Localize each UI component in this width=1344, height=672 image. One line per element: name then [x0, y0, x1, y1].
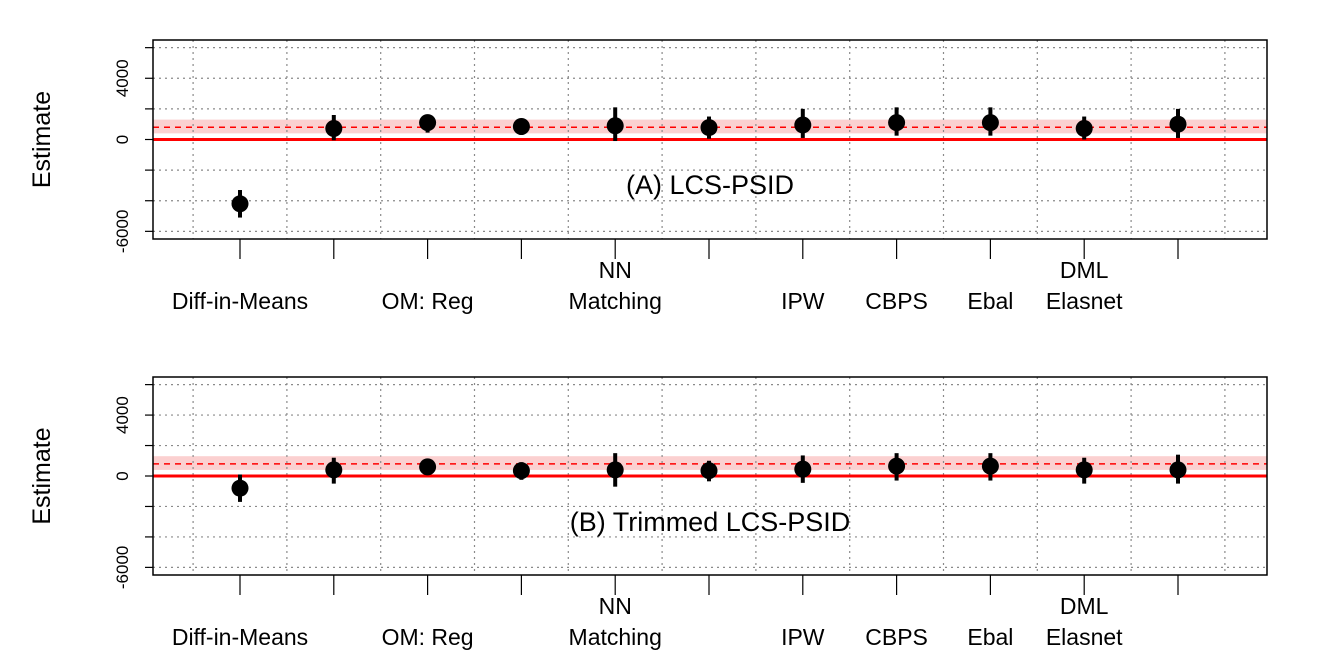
estimate-point: [1169, 115, 1187, 133]
x-category-label: NN: [599, 257, 632, 283]
x-category-label: Matching: [569, 288, 662, 314]
estimate-point: [231, 479, 249, 497]
x-category-label: DML: [1060, 257, 1109, 283]
estimate-point: [981, 457, 999, 475]
y-tick-label: -6000: [113, 210, 132, 253]
panel-title: (B) Trimmed LCS-PSID: [570, 507, 851, 537]
estimate-point: [325, 461, 343, 479]
estimate-point: [231, 195, 249, 213]
y-axis-label: Estimate: [28, 91, 56, 188]
x-category-label: OM: Reg: [382, 624, 474, 650]
x-category-label: DML: [1060, 593, 1109, 619]
x-category-label: Ebal: [967, 288, 1013, 314]
estimate-point: [1169, 461, 1187, 479]
estimate-point: [512, 462, 530, 480]
y-tick-label: -6000: [113, 546, 132, 589]
estimate-point: [700, 119, 718, 137]
estimate-point: [419, 458, 437, 476]
estimate-point: [700, 462, 718, 480]
x-category-label: OM: Reg: [382, 288, 474, 314]
x-category-label: Ebal: [967, 624, 1013, 650]
y-tick-label: 0: [113, 135, 132, 144]
y-axis-label: Estimate: [28, 427, 56, 524]
x-category-label: Diff-in-Means: [172, 624, 308, 650]
x-category-label: NN: [599, 593, 632, 619]
estimate-point: [512, 117, 530, 135]
x-category-label: Matching: [569, 624, 662, 650]
panel-title: (A) LCS-PSID: [626, 170, 794, 200]
x-category-label: Elasnet: [1046, 624, 1123, 650]
estimate-point: [606, 117, 624, 135]
x-category-label: CBPS: [865, 288, 928, 314]
estimate-point: [325, 119, 343, 137]
x-category-label: IPW: [781, 624, 825, 650]
estimate-point: [888, 114, 906, 132]
x-category-label: CBPS: [865, 624, 928, 650]
estimate-point: [419, 114, 437, 132]
estimate-point: [1075, 461, 1093, 479]
estimate-point: [888, 457, 906, 475]
estimate-point: [606, 461, 624, 479]
x-category-label: Diff-in-Means: [172, 288, 308, 314]
y-tick-label: 0: [113, 471, 132, 480]
estimate-point: [1075, 119, 1093, 137]
estimate-point: [981, 114, 999, 132]
x-category-label: Elasnet: [1046, 288, 1123, 314]
estimate-point: [794, 460, 812, 478]
x-category-label: IPW: [781, 288, 825, 314]
estimate-point: [794, 116, 812, 134]
y-tick-label: 4000: [113, 396, 132, 434]
y-tick-label: 4000: [113, 59, 132, 97]
